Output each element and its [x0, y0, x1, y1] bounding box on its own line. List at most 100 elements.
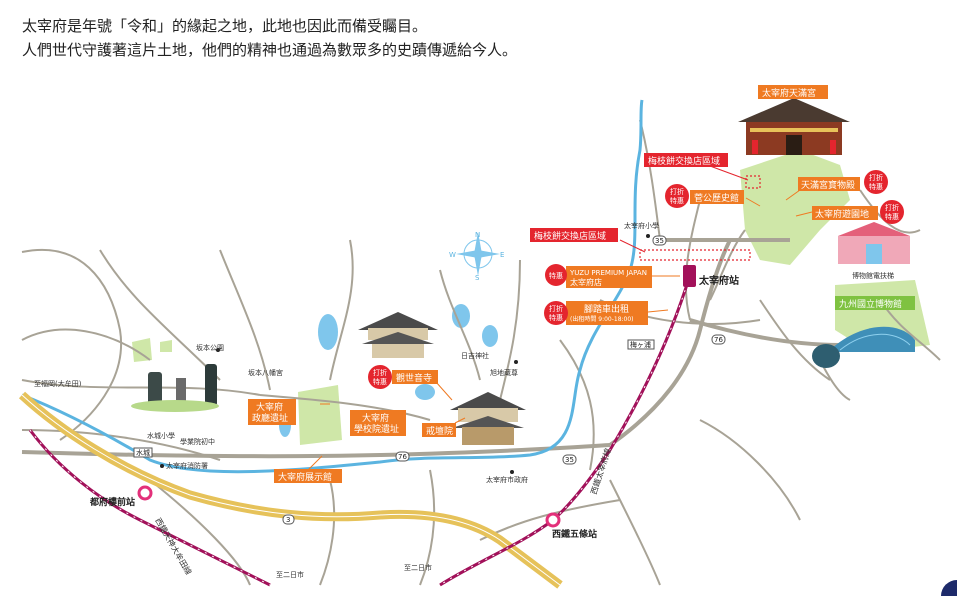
- tenjikan-label: 大宰府展示館: [278, 471, 332, 483]
- route-76-label: 76: [398, 453, 407, 461]
- compass-n: N: [475, 231, 480, 239]
- route-76-label-2: 76: [714, 336, 723, 344]
- museum-illustration: [812, 326, 915, 368]
- route-35-label-1: 35: [565, 456, 574, 464]
- seicho-callout: [248, 399, 296, 425]
- to-futsukaichi-1: 至二日市: [276, 570, 304, 579]
- city-hall-label: 太宰府市政府: [486, 475, 528, 484]
- yuzu-badge-label: 特惠: [549, 271, 563, 280]
- ume-top-callout: [644, 153, 728, 167]
- rekishikan-callout: [690, 190, 744, 204]
- gakkoin-callout: [350, 410, 406, 436]
- railways: [28, 274, 692, 587]
- kanzeonji-badge: [368, 365, 392, 389]
- kaidanin-illustration: [450, 392, 526, 445]
- svg-text:特惠: 特惠: [549, 313, 563, 322]
- yuzu-line1: YUZU PREMIUM JAPAN: [569, 269, 647, 277]
- seicho-label-2: 政廳遺址: [252, 412, 288, 424]
- svg-text:打折: 打折: [869, 173, 883, 182]
- svg-text:特惠: 特惠: [885, 212, 899, 221]
- pond-2: [452, 304, 470, 328]
- ume-mid-callout: [530, 228, 618, 242]
- route-3-shield: [282, 514, 295, 525]
- svg-text:打折: 打折: [885, 203, 899, 212]
- gakkoin-label-2: 學校院遺址: [354, 423, 399, 435]
- sakamoto-park-label: 坂本公園: [196, 343, 224, 352]
- seicho-park: [298, 385, 342, 445]
- pond-1: [318, 314, 338, 350]
- yuzu-callout: [566, 266, 652, 288]
- rekishikan-label: 菅公歷史館: [694, 192, 739, 204]
- tenmangu-illustration: [738, 98, 850, 155]
- homotsuden-badge: [864, 170, 888, 194]
- yuzu-line2: 太宰府店: [570, 277, 602, 287]
- yuenchi-badge: [880, 200, 904, 224]
- ume-intersection-sign: [627, 339, 655, 350]
- hiyoshi-label: 日吉神社: [461, 351, 489, 360]
- yuenchi-label: 太宰府遊園地: [815, 208, 869, 220]
- intro-line-2: 人們世代守護著這片土地，他們的精神也通過為數眾多的史蹟傳遞給今人。: [22, 41, 518, 59]
- route-35-shield-2: [652, 235, 667, 246]
- kyushu-museum-callout: [835, 296, 915, 310]
- place-labels: 太宰府小學 坂本公園 坂本八幡宮 日吉神社 旭地蔵尊 水城小學 學業院初中 太宰…: [34, 221, 659, 579]
- svg-text:打折: 打折: [549, 304, 563, 313]
- sakamoto-hachiman-label: 坂本八幡宮: [248, 368, 283, 377]
- pond-3: [482, 325, 498, 347]
- homotsuden-label: 天滿宮寶物殿: [801, 179, 855, 191]
- yuenchi-callout: [812, 206, 878, 220]
- tenmangu-callout: [758, 85, 828, 99]
- route-76-shield: [395, 451, 410, 462]
- mizuki-label: 水城: [136, 448, 150, 457]
- homotsuden-callout: [798, 177, 860, 191]
- mikasa-river: [21, 99, 644, 474]
- small-park-2: [160, 340, 172, 352]
- to-fukuoka-label: 至福岡(大牟田): [34, 379, 82, 388]
- road-35: [608, 239, 732, 447]
- tofuro-station-label: 都府樓前站: [89, 496, 135, 508]
- intro-line-1: 太宰府是年號「令和」的緣起之地，此地也因此而備受矚目。: [22, 17, 428, 35]
- compass-e: E: [500, 251, 504, 259]
- rental-callout: [566, 301, 648, 325]
- dazaifu-station-marker: [683, 265, 696, 287]
- rental-title: 腳踏車出租: [584, 303, 629, 315]
- route-35-label-2: 35: [655, 237, 664, 245]
- expressway-centerline: [21, 394, 561, 586]
- kyushu-museum-label: 九州國立博物館: [839, 298, 902, 310]
- svg-text:特惠: 特惠: [869, 182, 883, 191]
- ume-top-label: 梅枝餅交換店區域: [648, 155, 720, 167]
- route-76-shield-2: [711, 334, 726, 345]
- compass-rose: N S E W: [449, 231, 504, 282]
- gojo-station-label: 西鐵五條站: [552, 528, 597, 540]
- route-3-label: 3: [286, 516, 290, 524]
- to-futsukaichi-2: 至二日市: [404, 563, 432, 572]
- yuzu-badge: [545, 264, 567, 286]
- intro-text: 太宰府是年號「令和」的緣起之地，此地也因此而備受矚目。 人們世代守護著這片土地，…: [22, 14, 517, 62]
- svg-text:打折: 打折: [373, 368, 387, 377]
- yuenchi-illustration: [838, 222, 910, 264]
- route-shields: 76 35 35 3 76 梅ヶ浦 水城: [133, 235, 726, 525]
- seicho-label-1: 大宰府: [256, 401, 283, 413]
- rental-badge: [544, 301, 568, 325]
- route-35-shield-1: [562, 454, 577, 465]
- dazaifu-station-label: 太宰府站: [698, 274, 739, 287]
- compass-w: W: [449, 251, 456, 259]
- tsuji-label: 旭地蔵尊: [490, 368, 518, 377]
- pond-4: [415, 384, 435, 400]
- ume-intersection-label: 梅ヶ浦: [630, 340, 651, 349]
- tenmangu-label: 太宰府天滿宮: [762, 87, 816, 99]
- tenjikan-callout: [274, 469, 342, 483]
- rekishikan-badge-label: 打折: [670, 187, 684, 196]
- small-park-1: [132, 338, 152, 362]
- kanzeonji-label: 觀世音寺: [396, 372, 432, 384]
- svg-text:特惠: 特惠: [670, 196, 684, 205]
- railway-omuta-ticks: [29, 429, 271, 586]
- fire-station-label: 太宰府消防署: [166, 461, 208, 470]
- compass-s: S: [475, 274, 480, 282]
- gakugyoin-label: 學業院初中: [180, 437, 215, 446]
- callouts: 太宰府天滿宮 梅枝餅交換店區域 梅枝餅交換店區域 菅公歷史館 打折 特惠 天滿宮…: [248, 85, 915, 483]
- kaidanin-label: 戒壇院: [426, 425, 453, 437]
- gojo-station-marker: [545, 512, 561, 528]
- ume-area-top-outline: [745, 175, 761, 189]
- railway-dazaifu-ticks: [439, 274, 691, 586]
